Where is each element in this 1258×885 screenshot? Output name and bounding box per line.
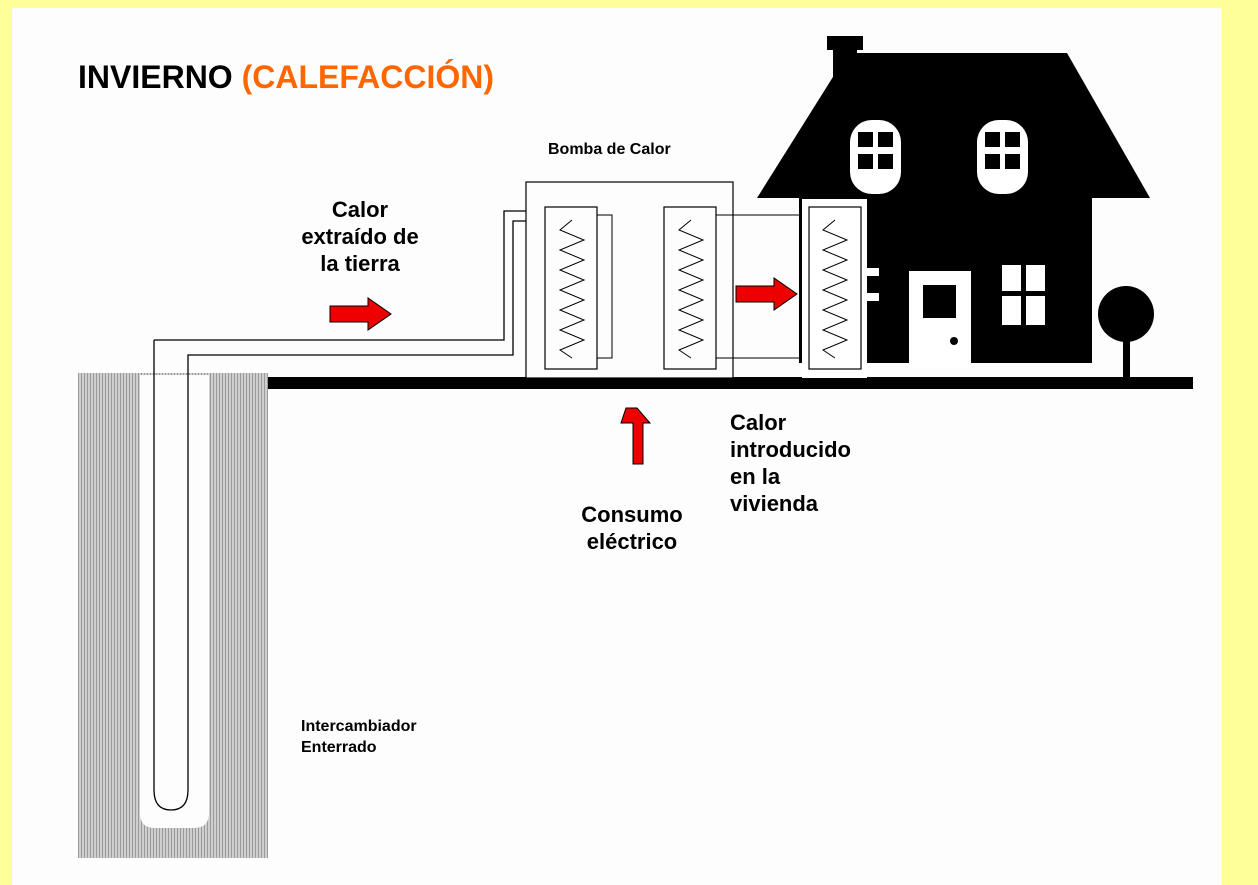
coil-icon	[821, 219, 849, 359]
heat-pump-diagram	[78, 36, 1193, 858]
ground-exchanger-label: Intercambiador Enterrado	[301, 718, 417, 756]
heat-pump-label: Bomba de Calor	[548, 141, 671, 158]
diagram-canvas: INVIERNO (CALEFACCIÓN) Bomba de Calor Ca…	[12, 8, 1222, 885]
tree-icon	[1098, 286, 1154, 378]
page-title-subtitle: (CALEFACCIÓN)	[241, 59, 494, 95]
ground-borehole	[78, 373, 268, 858]
ground-surface-line	[268, 377, 1193, 389]
electric-consumption-label: Consumo eléctrico	[581, 502, 683, 554]
arrow-right-icon	[735, 277, 798, 311]
heat-introduced-label: Calor introducido en la vivienda	[730, 410, 851, 516]
indoor-coil-unit	[802, 199, 867, 378]
coil-icon	[677, 219, 705, 359]
coil-icon	[558, 219, 586, 359]
heat-extracted-label: Calor extraído de la tierra	[301, 197, 419, 276]
arrow-up-icon	[620, 407, 652, 465]
heat-pump-unit	[525, 181, 822, 379]
arrow-right-icon	[329, 297, 392, 331]
page-title: INVIERNO (CALEFACCIÓN)	[78, 59, 494, 95]
